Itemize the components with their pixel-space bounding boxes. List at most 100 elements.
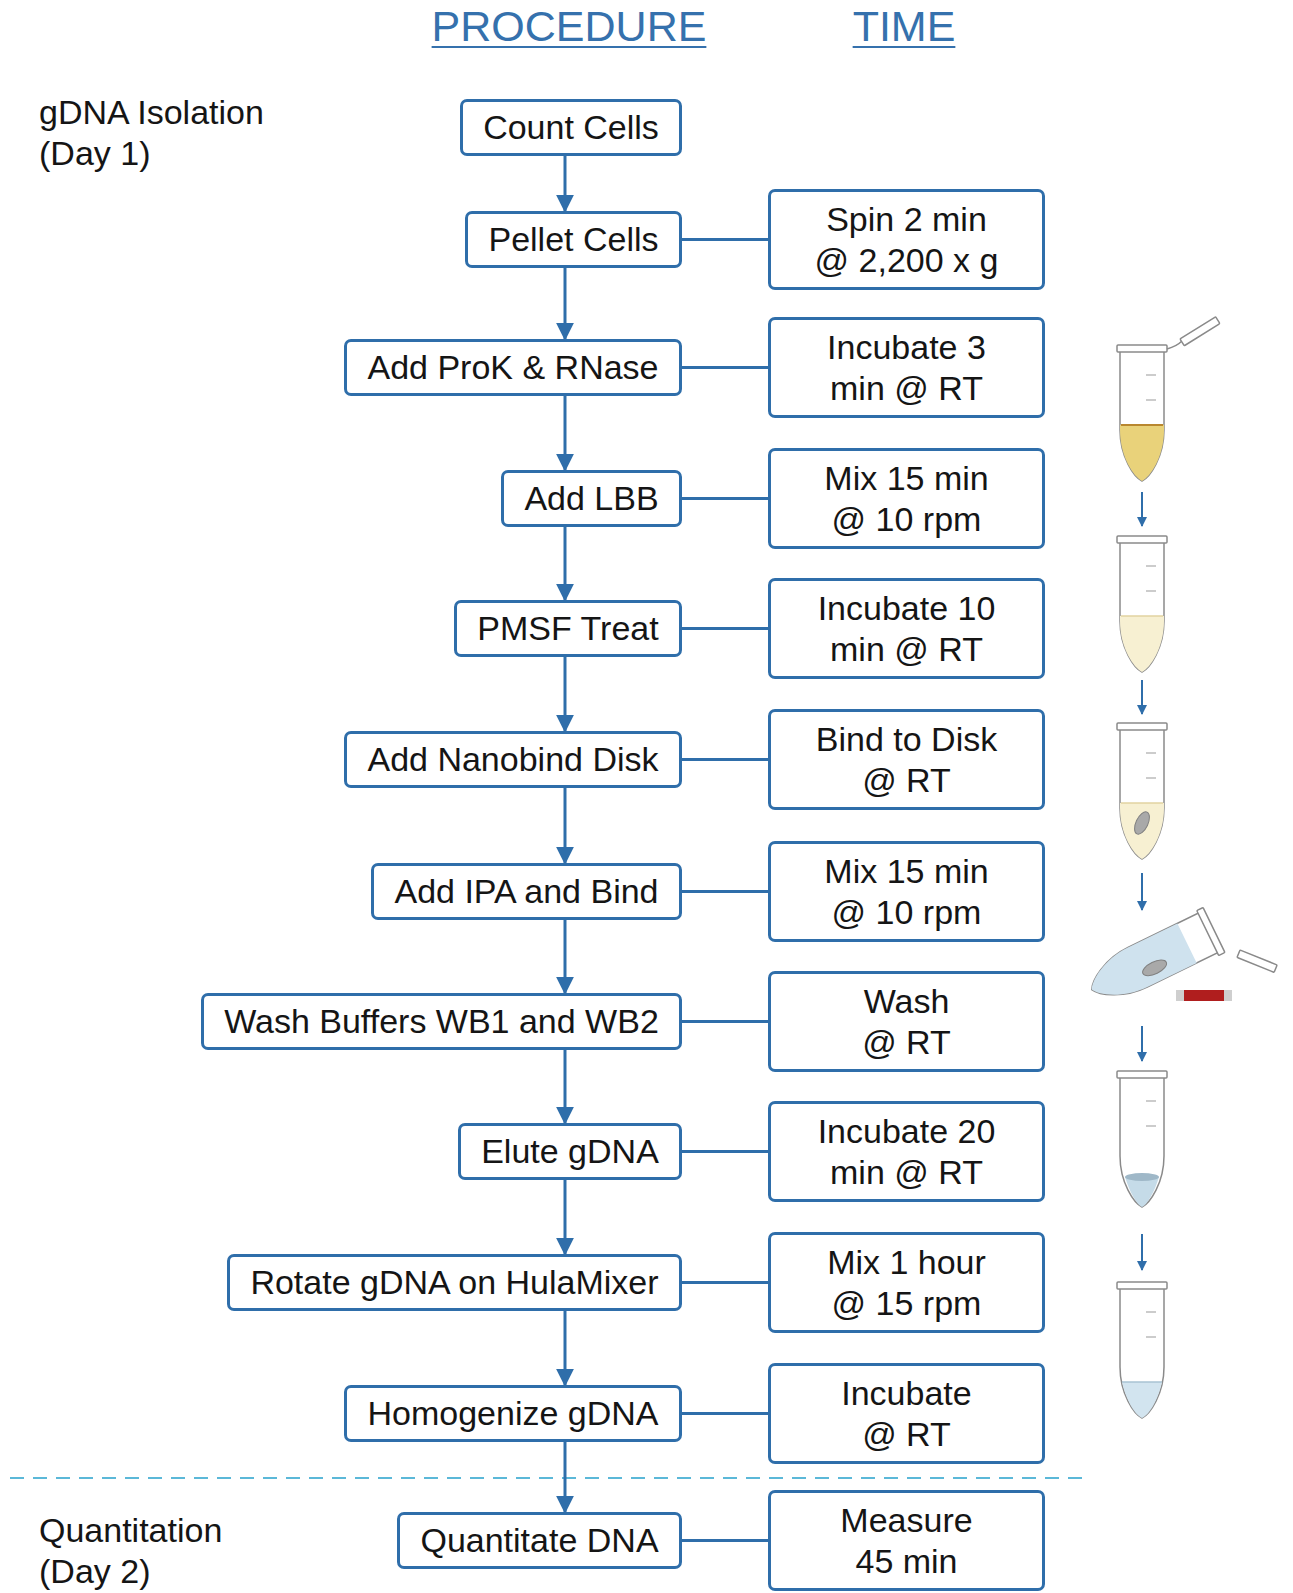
tube-graduation xyxy=(1146,752,1156,753)
procedure-box: Add LBB xyxy=(501,470,682,527)
tube-figure xyxy=(1117,317,1220,481)
tube-graduation xyxy=(1146,1125,1156,1126)
flow-arrow xyxy=(564,1311,567,1385)
timing-link xyxy=(682,627,768,630)
flow-arrow xyxy=(564,1180,567,1254)
procedure-box: PMSF Treat xyxy=(454,600,682,657)
tube-lid xyxy=(1237,950,1277,972)
time-box: Incubate 20 min @ RT xyxy=(768,1101,1045,1202)
procedure-box: Quantitate DNA xyxy=(397,1512,682,1569)
phase-label: Quantitation (Day 2) xyxy=(39,1510,279,1592)
tube-body xyxy=(1120,1077,1164,1207)
time-box: Wash @ RT xyxy=(768,971,1045,1072)
tube-lid xyxy=(1180,317,1220,346)
tube-liquid xyxy=(1082,923,1197,1009)
flow-arrow xyxy=(564,1442,567,1512)
label-text: PROCEDURE xyxy=(419,2,719,51)
time-box: Mix 1 hour @ 15 rpm xyxy=(768,1232,1045,1333)
tube-figure xyxy=(1117,536,1167,672)
phase-divider xyxy=(10,1477,1082,1479)
liquid-surface xyxy=(1125,1173,1159,1181)
box-text: Incubate @ RT xyxy=(832,1373,982,1455)
tube-graduation xyxy=(1146,399,1156,400)
tube-liquid xyxy=(1125,1177,1159,1207)
timing-link xyxy=(682,1412,768,1415)
box-text: Add LBB xyxy=(524,478,658,519)
step-arrow xyxy=(1141,680,1143,714)
liquid-surface xyxy=(1121,802,1163,804)
label-text: TIME xyxy=(804,2,1004,51)
tube-figure xyxy=(1117,1282,1167,1418)
timing-link xyxy=(682,1539,768,1542)
flow-arrow xyxy=(564,1050,567,1123)
tube-hinge xyxy=(1167,341,1182,349)
box-text: Mix 15 min @ 10 rpm xyxy=(811,851,1003,933)
timing-link xyxy=(682,238,768,241)
box-text: Count Cells xyxy=(483,107,659,148)
timing-link xyxy=(682,1020,768,1023)
tube-figure xyxy=(1081,908,1225,1013)
flow-arrow xyxy=(564,920,567,993)
tube-graduation xyxy=(1146,565,1156,566)
tube-graduation xyxy=(1146,777,1156,778)
box-text: Bind to Disk @ RT xyxy=(807,719,1007,801)
magnet-end xyxy=(1224,990,1232,1001)
tube-liquid xyxy=(1120,616,1164,672)
nanobind-disk xyxy=(1131,810,1152,837)
step-arrow xyxy=(1141,1234,1143,1270)
tube-rim xyxy=(1197,908,1225,956)
time-box: Incubate 10 min @ RT xyxy=(768,578,1045,679)
time-box: Mix 15 min @ 10 rpm xyxy=(768,841,1045,942)
box-text: Incubate 10 min @ RT xyxy=(807,588,1007,670)
timing-link xyxy=(682,1281,768,1284)
box-text: Wash @ RT xyxy=(852,981,962,1063)
liquid-surface xyxy=(1121,615,1163,617)
procedure-box: Add ProK & RNase xyxy=(344,339,682,396)
box-text: Measure 45 min xyxy=(832,1500,982,1582)
box-text: Elute gDNA xyxy=(481,1131,659,1172)
procedure-box: Elute gDNA xyxy=(458,1123,682,1180)
nanobind-disk xyxy=(1140,957,1169,979)
box-text: Add ProK & RNase xyxy=(367,347,658,388)
time-box: Incubate 3 min @ RT xyxy=(768,317,1045,418)
tube-cap xyxy=(1117,536,1167,543)
procedure-box: Add Nanobind Disk xyxy=(344,731,682,788)
column-header: PROCEDURE xyxy=(419,2,719,51)
step-arrow xyxy=(1141,492,1143,526)
liquid-surface xyxy=(1122,1381,1162,1383)
box-text: Incubate 3 min @ RT xyxy=(807,327,1007,409)
box-text: Pellet Cells xyxy=(488,219,658,260)
flow-arrow xyxy=(564,788,567,863)
tube-cap xyxy=(1117,1282,1167,1289)
box-text: Incubate 20 min @ RT xyxy=(807,1111,1007,1193)
flow-arrow xyxy=(564,527,567,600)
procedure-box: Rotate gDNA on HulaMixer xyxy=(227,1254,682,1311)
label-text: Quantitation (Day 2) xyxy=(39,1510,279,1592)
tube-graduation xyxy=(1146,1336,1156,1337)
magnet xyxy=(1184,990,1224,1001)
tube-liquid xyxy=(1120,425,1164,481)
procedure-box: Wash Buffers WB1 and WB2 xyxy=(201,993,682,1050)
magnet-end xyxy=(1176,990,1184,1001)
time-box: Spin 2 min @ 2,200 x g xyxy=(768,189,1045,290)
liquid-surface xyxy=(1121,424,1163,426)
box-text: Mix 15 min @ 10 rpm xyxy=(811,458,1003,540)
timing-link xyxy=(682,366,768,369)
flow-arrow xyxy=(564,156,567,211)
tube-rim xyxy=(1117,345,1167,352)
box-text: Homogenize gDNA xyxy=(367,1393,658,1434)
procedure-box: Add IPA and Bind xyxy=(371,863,682,920)
tube-body xyxy=(1120,1288,1164,1418)
box-text: Mix 1 hour @ 15 rpm xyxy=(811,1242,1003,1324)
tube-figure xyxy=(1117,723,1167,859)
time-box: Bind to Disk @ RT xyxy=(768,709,1045,810)
tube-cap xyxy=(1117,1071,1167,1078)
tube-liquid xyxy=(1122,1382,1162,1418)
phase-label: gDNA Isolation (Day 1) xyxy=(39,92,279,174)
time-box: Incubate @ RT xyxy=(768,1363,1045,1464)
time-box: Measure 45 min xyxy=(768,1490,1045,1591)
tube-graduation xyxy=(1146,1311,1156,1312)
timing-link xyxy=(682,758,768,761)
tube-liquid xyxy=(1120,803,1164,859)
